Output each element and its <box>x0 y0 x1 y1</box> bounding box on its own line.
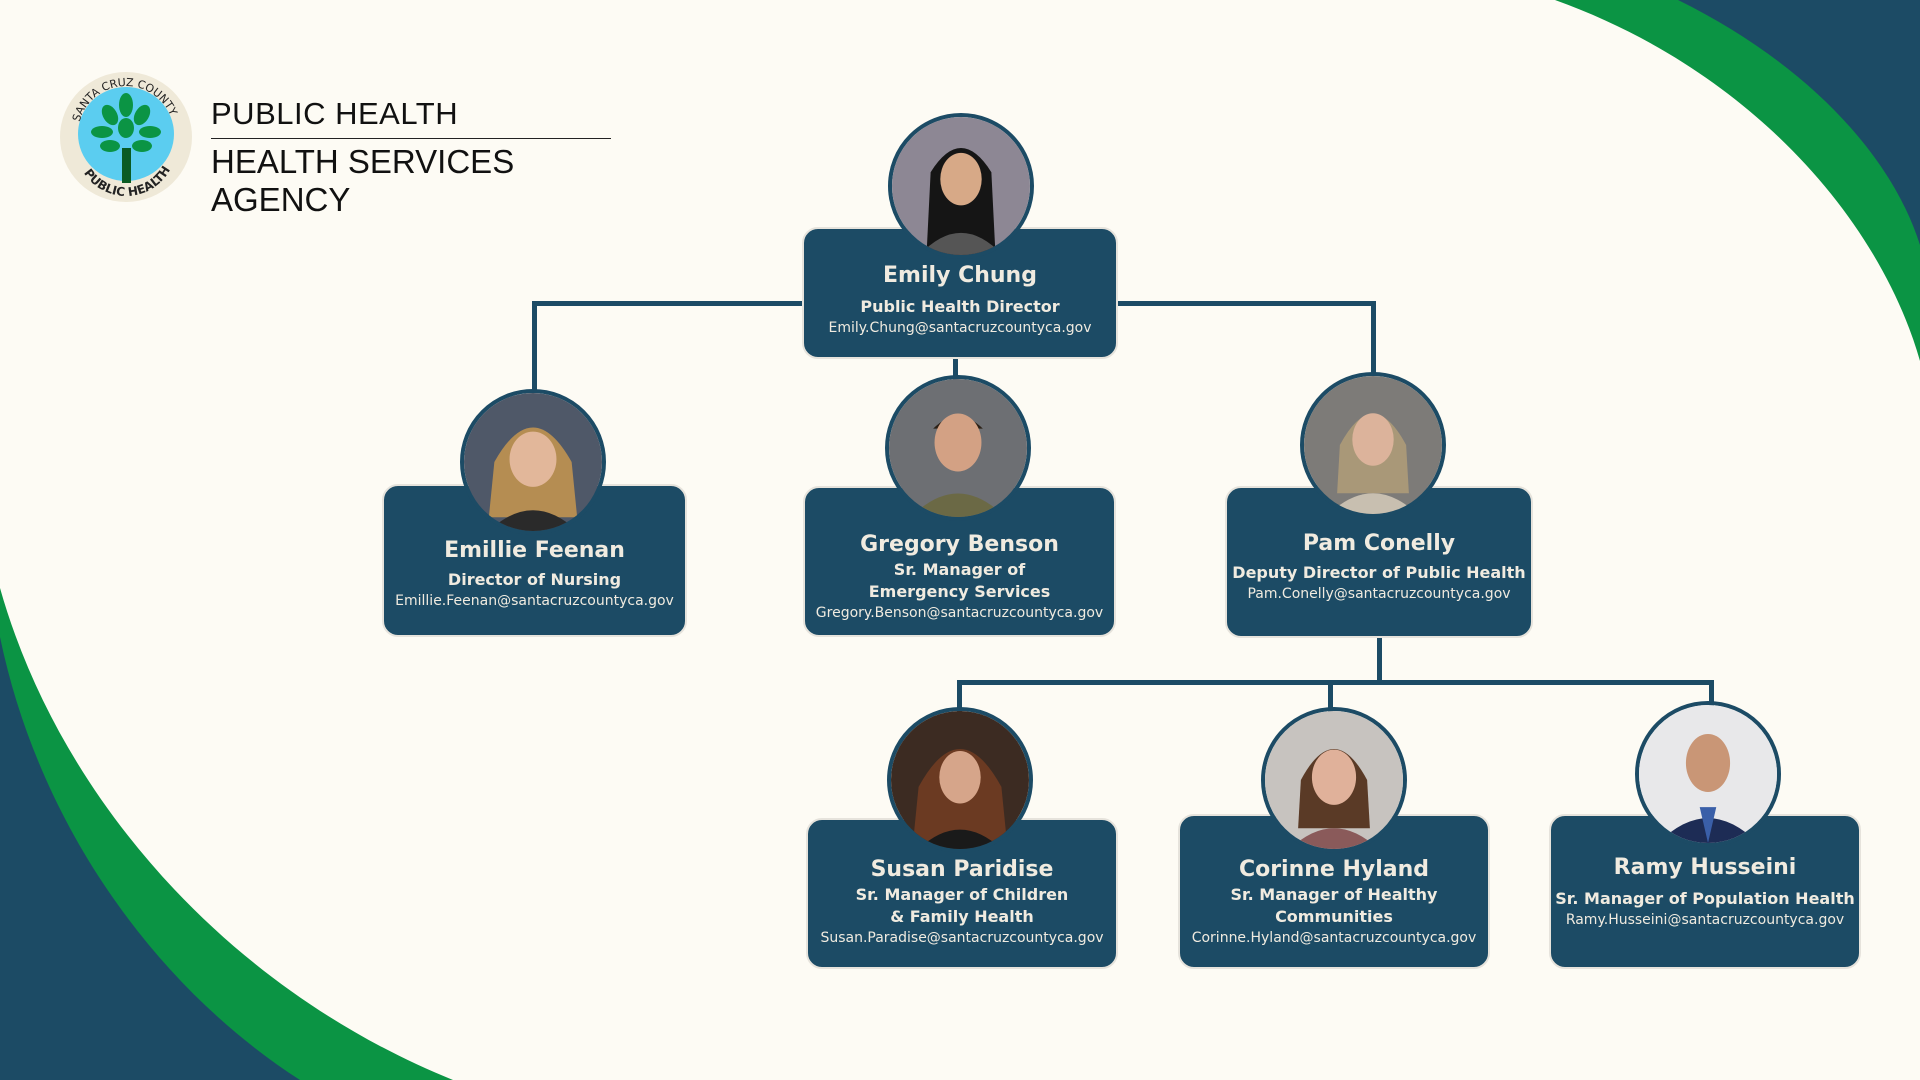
connector <box>957 680 962 712</box>
org-card-gregory-benson[interactable]: Gregory Benson Sr. Manager of Emergency … <box>803 486 1116 637</box>
person-title: Sr. Manager of Healthy Communities <box>1230 885 1438 926</box>
person-name: Corinne Hyland <box>1238 857 1430 882</box>
person-email[interactable]: Emily.Chung@santacruzcountyca.gov <box>828 320 1092 336</box>
person-name: Pam Conelly <box>1302 531 1456 556</box>
photo-gregory-benson <box>885 375 1031 521</box>
person-title: Deputy Director of Public Health <box>1232 563 1526 582</box>
person-name: Susan Paridise <box>870 857 1054 882</box>
person-name: Gregory Benson <box>860 532 1059 557</box>
header-title: PUBLIC HEALTH <box>211 96 611 139</box>
header-subtitle: HEALTH SERVICES AGENCY <box>211 143 515 218</box>
connector <box>532 301 537 391</box>
person-email[interactable]: Emillie.Feenan@santacruzcountyca.gov <box>395 593 674 609</box>
connector <box>1371 301 1376 375</box>
person-title: Sr. Manager of Children & Family Health <box>855 885 1069 926</box>
person-title: Sr. Manager of Emergency Services <box>868 560 1051 601</box>
photo-emily-chung <box>888 113 1034 259</box>
person-name: Ramy Husseini <box>1613 855 1797 880</box>
person-email[interactable]: Corinne.Hyland@santacruzcountyca.gov <box>1191 930 1477 946</box>
org-card-corinne-hyland[interactable]: Corinne Hyland Sr. Manager of Healthy Co… <box>1178 814 1490 969</box>
connector <box>957 680 1713 685</box>
photo-emillie-feenan <box>460 389 606 535</box>
agency-title: PUBLIC HEALTH HEALTH SERVICES AGENCY <box>211 96 611 219</box>
santa-cruz-public-health-logo: SANTA CRUZ COUNTY PUBLIC HEALTH <box>60 72 192 202</box>
person-email[interactable]: Susan.Paradise@santacruzcountyca.gov <box>820 930 1104 946</box>
photo-susan-paridise <box>887 707 1033 853</box>
person-title: Director of Nursing <box>447 570 622 589</box>
person-name: Emillie Feenan <box>444 538 625 563</box>
connector <box>1377 636 1382 684</box>
photo-ramy-husseini <box>1635 701 1781 847</box>
connector <box>953 355 958 383</box>
photo-pam-conelly <box>1300 372 1446 518</box>
person-email[interactable]: Pam.Conelly@santacruzcountyca.gov <box>1247 586 1511 602</box>
connector <box>1709 680 1714 706</box>
person-email[interactable]: Ramy.Husseini@santacruzcountyca.gov <box>1565 912 1845 928</box>
person-title: Sr. Manager of Population Health <box>1555 889 1855 908</box>
person-name: Emily Chung <box>883 263 1037 288</box>
person-title: Public Health Director <box>860 297 1060 316</box>
connector <box>1328 680 1333 712</box>
person-email[interactable]: Gregory.Benson@santacruzcountyca.gov <box>815 605 1104 621</box>
photo-corinne-hyland <box>1261 707 1407 853</box>
